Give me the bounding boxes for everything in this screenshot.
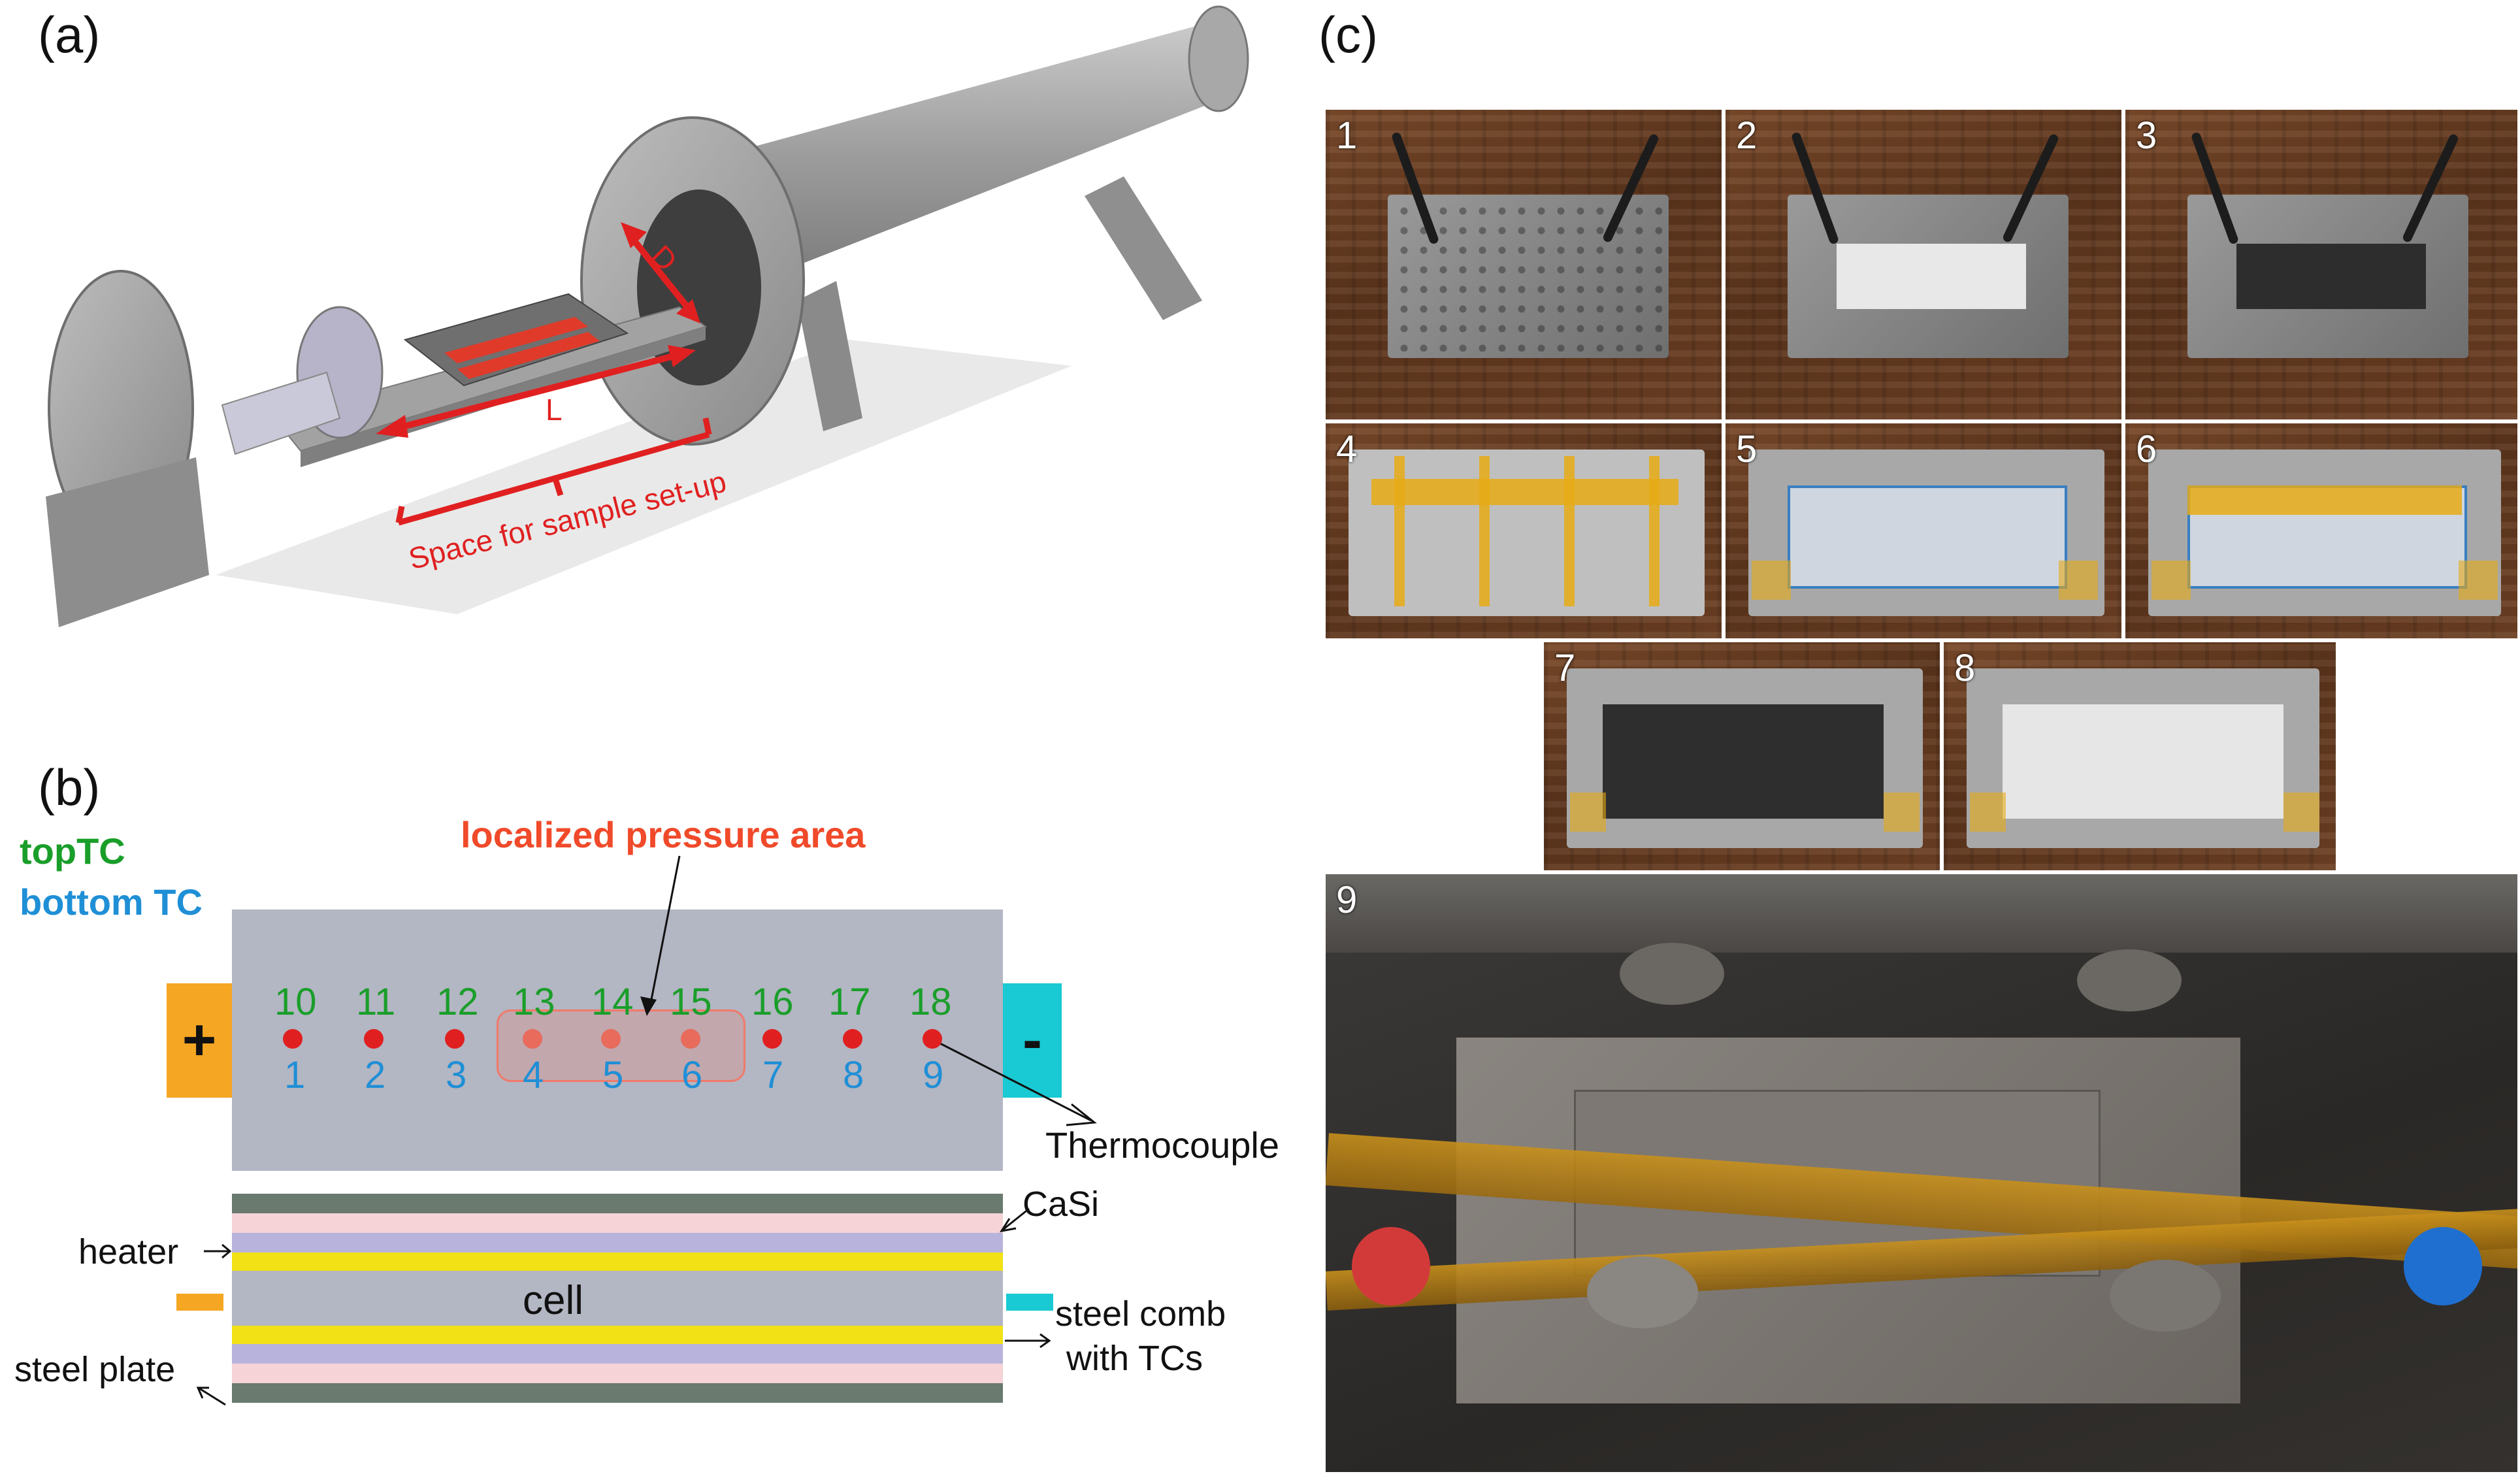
vacuum-chamber-render bbox=[46, 5, 1249, 627]
label-casi: CaSi bbox=[1023, 1185, 1100, 1224]
dimension-D-arrow bbox=[625, 229, 695, 316]
label-steel-plate: steel plate bbox=[14, 1350, 176, 1389]
tc-top-14: 14 bbox=[591, 981, 634, 1023]
end-flange-base bbox=[46, 457, 209, 627]
legend-top-tc: topTC bbox=[20, 830, 125, 872]
photo-number-4: 4 bbox=[1336, 428, 1358, 470]
photo-6: 6 bbox=[2123, 421, 2519, 640]
tc-dot-8 bbox=[843, 1029, 862, 1049]
space-bracket-top bbox=[397, 431, 710, 526]
label-thermocouple: Thermocouple bbox=[1045, 1124, 1279, 1166]
cross-section-tab-plus bbox=[176, 1294, 223, 1311]
layer-heater-bottom bbox=[232, 1344, 1003, 1364]
tc-dot-4 bbox=[523, 1029, 542, 1049]
photo-number-3: 3 bbox=[2136, 114, 2157, 157]
tc-dot-1 bbox=[283, 1029, 303, 1049]
tc-dot-2 bbox=[364, 1029, 384, 1049]
tc-bottom-3: 3 bbox=[446, 1054, 467, 1096]
terminal-minus-label: - bbox=[1023, 1007, 1042, 1073]
tube-support-right bbox=[1085, 176, 1202, 320]
tc-top-10: 10 bbox=[274, 981, 317, 1023]
panel-a-letter: (a) bbox=[38, 6, 101, 63]
label-heater: heater bbox=[78, 1232, 179, 1271]
layer-casi-top bbox=[232, 1213, 1003, 1233]
layer-casi-bottom bbox=[232, 1364, 1003, 1383]
tc-top-15: 15 bbox=[670, 981, 712, 1023]
photo-2: 2 bbox=[1724, 108, 2123, 421]
dimension-L-arrow bbox=[384, 350, 687, 434]
tc-dot-7 bbox=[762, 1029, 782, 1049]
photo-number-8: 8 bbox=[1954, 647, 1976, 689]
tc-bottom-9: 9 bbox=[923, 1054, 944, 1096]
tc-bottom-1: 1 bbox=[284, 1054, 306, 1096]
photo-number-1: 1 bbox=[1336, 114, 1358, 157]
tc-dot-9 bbox=[923, 1029, 942, 1049]
label-localized-pressure-area: localized pressure area bbox=[461, 814, 866, 855]
photo-7: 7 bbox=[1542, 640, 1942, 872]
photo-4: 4 bbox=[1324, 421, 1724, 640]
tc-dot-5 bbox=[601, 1029, 621, 1049]
layer-steel-plate-bottom bbox=[232, 1383, 1003, 1403]
tc-top-16: 16 bbox=[751, 981, 794, 1023]
tc-dot-3 bbox=[445, 1029, 465, 1049]
photo-number-5: 5 bbox=[1736, 428, 1758, 470]
tube-end-cap bbox=[1188, 5, 1249, 112]
layer-comb-top bbox=[232, 1253, 1003, 1271]
tc-bottom-4: 4 bbox=[523, 1054, 544, 1096]
tc-dot-6 bbox=[681, 1029, 700, 1049]
tc-top-13: 13 bbox=[513, 981, 555, 1023]
photo-8: 8 bbox=[1942, 640, 2338, 872]
tc-bottom-6: 6 bbox=[681, 1054, 703, 1096]
photo-9: 9 bbox=[1324, 872, 2519, 1474]
label-cell: cell bbox=[523, 1278, 584, 1323]
photo-number-7: 7 bbox=[1554, 647, 1576, 689]
label-L: L bbox=[546, 393, 563, 427]
layer-steel-plate-top bbox=[232, 1194, 1003, 1213]
tc-bottom-7: 7 bbox=[762, 1054, 784, 1096]
legend-bottom-tc: bottom TC bbox=[20, 881, 203, 923]
tc-bottom-5: 5 bbox=[602, 1054, 624, 1096]
photo-number-2: 2 bbox=[1736, 114, 1758, 157]
photo-5: 5 bbox=[1724, 421, 2123, 640]
label-with-tcs: with TCs bbox=[1066, 1339, 1203, 1378]
photo-number-6: 6 bbox=[2136, 428, 2157, 470]
sample-heater-strip-1 bbox=[444, 317, 588, 363]
feedthrough-box bbox=[221, 371, 341, 455]
layer-heater-top bbox=[232, 1233, 1003, 1253]
tc-bottom-8: 8 bbox=[843, 1054, 864, 1096]
tc-bottom-2: 2 bbox=[365, 1054, 386, 1096]
sample-heater-strip-2 bbox=[457, 332, 600, 379]
cross-section-tab-minus bbox=[1006, 1294, 1053, 1311]
label-steel-comb: steel comb bbox=[1055, 1294, 1226, 1334]
terminal-minus: - bbox=[1003, 983, 1062, 1098]
cross-section bbox=[232, 1194, 1003, 1403]
tc-top-17: 17 bbox=[828, 981, 871, 1023]
tc-top-18: 18 bbox=[909, 981, 952, 1023]
chamber-tube bbox=[693, 26, 1241, 281]
layer-comb-bottom bbox=[232, 1326, 1003, 1344]
photo-number-9: 9 bbox=[1336, 879, 1358, 921]
panel-c-letter: (c) bbox=[1318, 6, 1378, 63]
layer-cell bbox=[232, 1271, 1003, 1326]
tc-top-11: 11 bbox=[356, 981, 396, 1023]
tube-support-left bbox=[797, 281, 862, 431]
terminal-plus: + bbox=[167, 983, 232, 1098]
photo-1: 1 bbox=[1324, 108, 1724, 421]
photo-3: 3 bbox=[2123, 108, 2519, 421]
tc-top-12: 12 bbox=[436, 981, 479, 1023]
panel-b-letter: (b) bbox=[38, 759, 101, 816]
terminal-plus-label: + bbox=[182, 1007, 217, 1073]
